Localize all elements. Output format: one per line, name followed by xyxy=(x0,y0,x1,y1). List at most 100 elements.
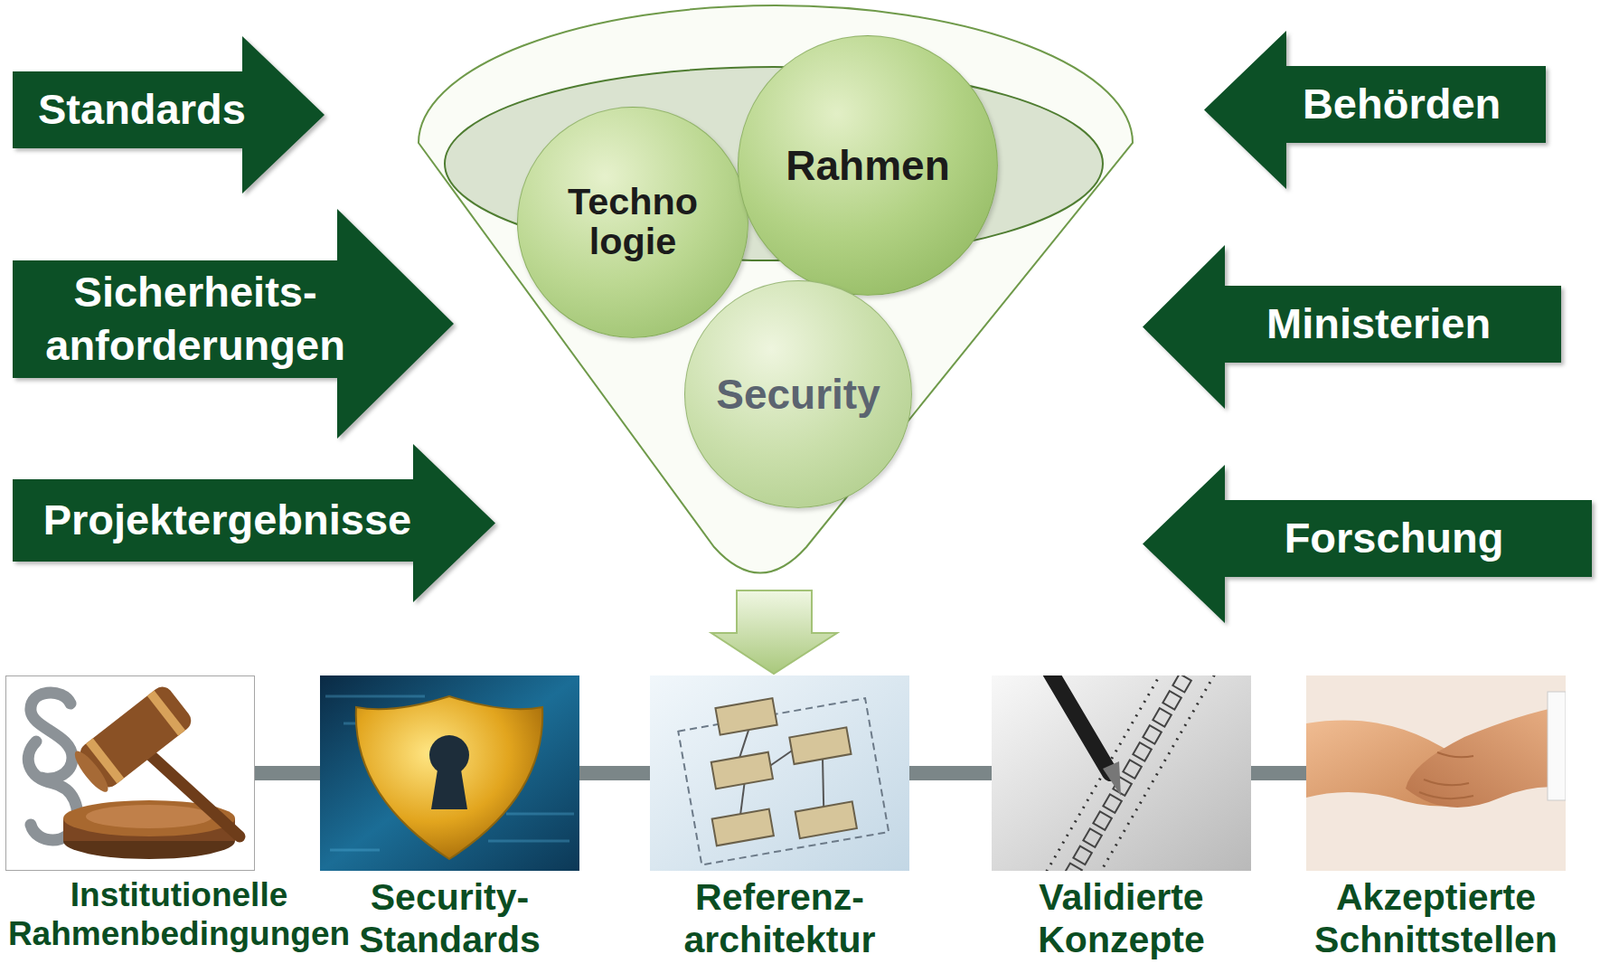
gavel-face xyxy=(70,746,113,796)
arrow-label-area: Ministerien xyxy=(1195,285,1562,363)
flowchart-frame xyxy=(677,697,889,865)
arrow-label: Ministerien xyxy=(1266,297,1491,351)
arrow-label-area: Standards xyxy=(12,71,272,149)
result-tile: Referenz- architektur xyxy=(649,675,910,871)
connector-bar xyxy=(1251,765,1307,781)
hand xyxy=(1405,705,1566,808)
shield-picture xyxy=(320,675,580,871)
handshake-picture xyxy=(1306,675,1566,871)
checkbox xyxy=(1142,724,1161,744)
caption-area: Institutionelle Rahmenbedingungen xyxy=(5,875,353,953)
arrow-label-area: Sicherheits- anforderungen xyxy=(12,260,378,378)
arrow-shape xyxy=(1204,30,1546,189)
result-tile: Validierte Konzepte xyxy=(991,675,1252,871)
finger-line xyxy=(1423,779,1469,785)
funnel-outline xyxy=(418,5,1133,573)
data-line xyxy=(329,848,380,852)
checklist-picture xyxy=(991,675,1252,871)
picture-ground xyxy=(320,675,580,871)
tile-caption: Referenz- architektur xyxy=(644,875,916,961)
checkbox xyxy=(1152,707,1171,726)
result-tile: Security- Standards xyxy=(320,675,580,871)
gavel-picture xyxy=(5,675,255,871)
circle-label: Security xyxy=(715,372,881,417)
input-arrow: Sicherheits- anforderungen xyxy=(12,208,454,439)
gavel-base xyxy=(85,804,213,829)
finger-line xyxy=(1437,752,1474,757)
circle-label: Rahmen xyxy=(785,143,950,189)
flowchart-box xyxy=(715,697,777,735)
data-line xyxy=(488,839,570,843)
input-arrow: Standards xyxy=(12,36,325,194)
checkbox xyxy=(1092,810,1111,829)
checkbox xyxy=(1072,846,1092,865)
connector-bar xyxy=(579,765,650,781)
flowchart-box xyxy=(712,809,774,847)
flowchart xyxy=(675,682,889,866)
cuff xyxy=(1547,691,1566,800)
tile-caption: Akzeptierte Schnittstellen xyxy=(1300,875,1572,961)
flowchart-line xyxy=(734,729,753,757)
flowchart-line xyxy=(768,750,794,765)
connector-bar xyxy=(909,765,992,781)
topic-circle: Security xyxy=(684,280,913,509)
tile-caption: Security- Standards xyxy=(314,875,586,961)
finger-line xyxy=(1419,791,1474,799)
input-arrow: Projektergebnisse xyxy=(12,443,496,603)
arrow-label: Sicherheits- anforderungen xyxy=(23,265,368,373)
arrow-label: Behörden xyxy=(1302,77,1501,132)
pen xyxy=(1048,675,1111,773)
result-tile: Institutionelle Rahmenbedingungen xyxy=(5,675,255,871)
caption-area: Referenz- architektur xyxy=(644,875,916,961)
tile-caption: Validierte Konzepte xyxy=(986,875,1258,961)
checklist xyxy=(1022,675,1235,871)
data-line xyxy=(325,695,425,698)
finger-lines xyxy=(1419,752,1474,799)
arrow-shape xyxy=(12,208,454,439)
checkbox xyxy=(1162,690,1181,709)
checkboxes xyxy=(1063,675,1191,871)
down-arrow xyxy=(711,590,838,674)
arrow-shape xyxy=(1142,464,1592,623)
input-arrow: Behörden xyxy=(1204,30,1546,189)
arrow-shape xyxy=(12,443,496,603)
arrow-label: Forschung xyxy=(1284,511,1505,565)
circle-label: Techno logie xyxy=(546,182,719,263)
caption-area: Security- Standards xyxy=(314,875,586,961)
arrow-label: Projektergebnisse xyxy=(43,493,413,547)
picture-ground xyxy=(649,675,910,871)
flowchart-box xyxy=(789,726,851,764)
funnel xyxy=(418,5,1133,573)
arrow-label-area: Projektergebnisse xyxy=(12,479,443,562)
flowchart-box xyxy=(711,752,773,790)
picture-frame xyxy=(5,675,255,871)
topic-circle: Techno logie xyxy=(517,106,749,339)
arrow-label-area: Forschung xyxy=(1195,499,1592,577)
picture-ground xyxy=(991,675,1252,871)
gavel-head xyxy=(70,682,196,796)
tile-caption: Institutionelle Rahmenbedingungen xyxy=(5,875,353,953)
picture-ground xyxy=(1306,675,1566,871)
flowchart-box xyxy=(795,800,857,838)
dotted-line xyxy=(1063,675,1235,871)
checkbox xyxy=(1172,675,1191,693)
checkbox xyxy=(1063,863,1082,871)
checkbox xyxy=(1102,793,1121,812)
dotted-line xyxy=(1022,675,1195,871)
result-tile: Akzeptierte Schnittstellen xyxy=(1306,675,1566,871)
arrow-label: Standards xyxy=(37,83,246,137)
arrow-shape xyxy=(1142,244,1562,409)
arrow-shape xyxy=(12,36,325,194)
flowchart-line xyxy=(815,758,831,807)
input-arrow: Ministerien xyxy=(1142,244,1562,409)
connector-bar xyxy=(254,765,320,781)
data-line xyxy=(506,812,575,816)
flowchart-picture xyxy=(649,675,910,871)
topic-circle: Rahmen xyxy=(737,35,998,296)
checkbox xyxy=(1082,828,1102,847)
checkbox xyxy=(1132,742,1151,761)
flowchart-boxes xyxy=(693,686,865,853)
arrow-label-area: Behörden xyxy=(1257,65,1546,143)
caption-area: Akzeptierte Schnittstellen xyxy=(1300,875,1572,961)
